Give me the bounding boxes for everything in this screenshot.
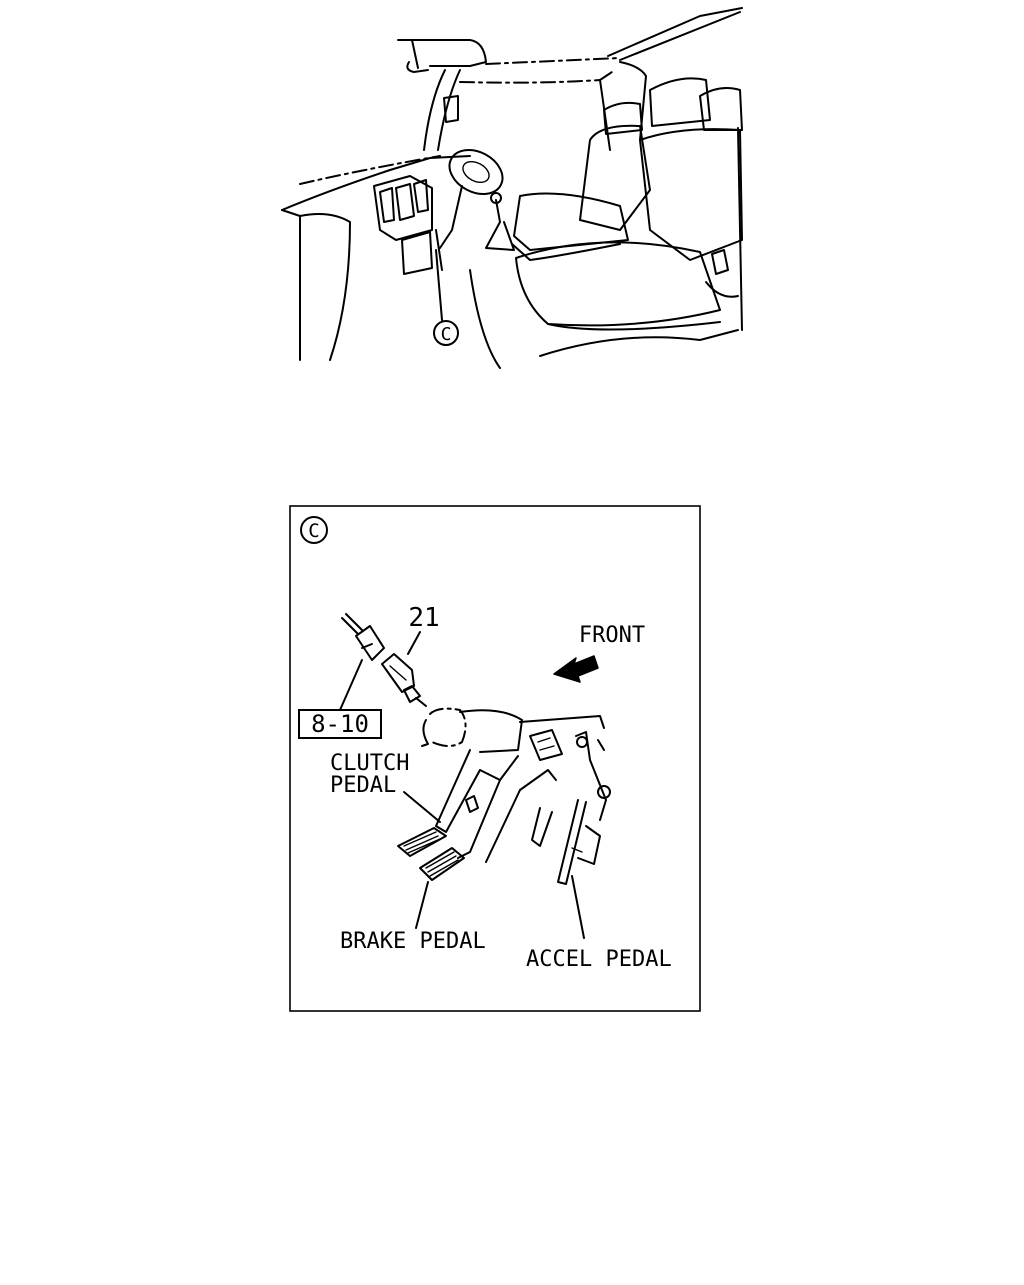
clutch-pedal-leader: [403, 791, 441, 823]
connector-reference-box: 8-10: [298, 709, 382, 739]
brake-pedal-leader: [415, 881, 429, 929]
connector-harness: [339, 613, 385, 711]
cab-interior-illustration: [281, 7, 743, 369]
clutch-pedal-label-line2: PEDAL: [330, 773, 396, 798]
detail-callout-marker: C: [300, 516, 328, 544]
overview-callout-marker: C: [433, 320, 459, 346]
front-label: FRONT: [579, 623, 645, 648]
part-number-label: 21: [408, 603, 439, 633]
pedal-assembly: [397, 707, 611, 885]
front-arrow-icon: [553, 655, 599, 683]
detail-callout-letter: C: [308, 520, 319, 542]
overview-callout-letter: C: [441, 324, 452, 345]
accel-pedal-leader: [571, 875, 585, 939]
accel-pedal-label: ACCEL PEDAL: [526, 947, 672, 972]
detail-frame: [289, 505, 701, 1012]
clutch-pedal-label-line1: CLUTCH: [330, 751, 409, 776]
part-number-leader: [407, 631, 421, 655]
brake-switch: [381, 653, 427, 707]
connector-reference-label: 8-10: [311, 710, 369, 738]
brake-pedal-label: BRAKE PEDAL: [340, 929, 486, 954]
